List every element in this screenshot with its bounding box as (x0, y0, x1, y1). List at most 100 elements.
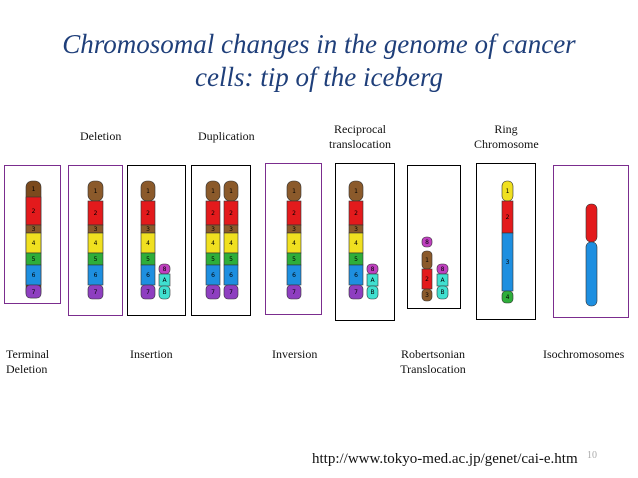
svg-text:3: 3 (146, 226, 150, 233)
svg-text:6: 6 (146, 272, 150, 279)
svg-text:5: 5 (354, 256, 358, 263)
svg-text:B: B (440, 289, 444, 296)
svg-text:8: 8 (163, 266, 167, 273)
title-line-2: cells: tip of the iceberg (195, 62, 443, 92)
chromosome-deletion (87, 180, 104, 300)
chromosome-insertion (140, 180, 171, 300)
svg-text:7: 7 (292, 289, 296, 296)
label-deletion: Deletion (80, 129, 122, 143)
svg-text:1: 1 (292, 188, 296, 195)
svg-text:B: B (162, 289, 166, 296)
svg-text:1: 1 (211, 188, 215, 195)
label-reciprocal-line2: translocation (329, 137, 391, 151)
svg-text:2: 2 (211, 210, 215, 217)
svg-text:7: 7 (146, 289, 150, 296)
svg-text:5: 5 (229, 256, 233, 263)
svg-text:7: 7 (229, 289, 233, 296)
svg-text:2: 2 (506, 214, 510, 221)
svg-text:4: 4 (211, 240, 215, 247)
svg-text:A: A (440, 277, 445, 284)
chromosome-isochromosome (585, 203, 598, 307)
svg-text:6: 6 (292, 272, 296, 279)
svg-text:6: 6 (229, 272, 233, 279)
svg-text:4: 4 (229, 240, 233, 247)
svg-text:8: 8 (441, 266, 445, 273)
label-terminal-line1: Terminal (6, 347, 50, 361)
svg-text:2: 2 (229, 210, 233, 217)
svg-text:2: 2 (425, 276, 429, 283)
svg-text:4: 4 (32, 240, 36, 247)
svg-text:3: 3 (506, 259, 510, 266)
svg-text:7: 7 (94, 289, 98, 296)
chromosome-terminal-deletion (25, 180, 42, 299)
svg-text:3: 3 (425, 292, 429, 299)
svg-text:1: 1 (146, 188, 150, 195)
svg-text:4: 4 (146, 240, 150, 247)
panel-duplication (191, 165, 251, 316)
chromosome-robertsonian (421, 236, 449, 302)
slide-number: 10 (587, 450, 597, 461)
label-terminal-deletion: Terminal Deletion (6, 347, 49, 377)
svg-text:1: 1 (425, 257, 429, 264)
chromosome-duplication (205, 180, 239, 300)
label-duplication: Duplication (198, 129, 255, 143)
svg-text:3: 3 (354, 226, 358, 233)
svg-text:4: 4 (292, 240, 296, 247)
svg-text:2: 2 (94, 210, 98, 217)
chromosome-reciprocal-translocation (348, 180, 379, 300)
svg-text:2: 2 (146, 210, 150, 217)
panel-reciprocal-translocation (335, 163, 395, 321)
svg-text:6: 6 (211, 272, 215, 279)
svg-text:A: A (370, 277, 375, 284)
panel-robertsonian-translocation (407, 165, 461, 309)
svg-text:3: 3 (211, 226, 215, 233)
svg-text:6: 6 (354, 272, 358, 279)
svg-text:1: 1 (32, 186, 36, 193)
panel-insertion (127, 165, 186, 316)
svg-text:3: 3 (229, 226, 233, 233)
label-terminal-line2: Deletion (6, 362, 48, 376)
svg-text:7: 7 (211, 289, 215, 296)
svg-text:8: 8 (371, 266, 375, 273)
svg-text:1: 1 (354, 188, 358, 195)
label-ring-line2: Chromosome (474, 137, 539, 151)
svg-text:5: 5 (146, 256, 150, 263)
label-inversion: Inversion (272, 347, 318, 361)
svg-text:3: 3 (292, 226, 296, 233)
svg-text:B: B (370, 289, 374, 296)
source-url-link[interactable]: http://www.tokyo-med.ac.jp/genet/cai-e.h… (312, 451, 578, 467)
label-robertsonian-line1: Robertsonian (401, 347, 465, 361)
svg-text:1: 1 (94, 188, 98, 195)
title-line-1: Chromosomal changes in the genome of can… (62, 29, 576, 59)
chromosome-ring (501, 180, 514, 304)
svg-text:6: 6 (94, 272, 98, 279)
svg-text:8: 8 (425, 239, 429, 246)
label-robertsonian-line2: Translocation (400, 362, 466, 376)
svg-text:1: 1 (506, 188, 510, 195)
svg-text:4: 4 (354, 240, 358, 247)
svg-text:2: 2 (292, 210, 296, 217)
svg-text:5: 5 (32, 256, 36, 263)
svg-text:2: 2 (354, 210, 358, 217)
svg-text:5: 5 (94, 256, 98, 263)
label-reciprocal-line1: Reciprocal (334, 122, 386, 136)
svg-text:4: 4 (94, 240, 98, 247)
label-ring-line1: Ring (494, 122, 518, 136)
chromosome-inversion (286, 180, 302, 300)
svg-text:A: A (162, 277, 167, 284)
svg-text:7: 7 (354, 289, 358, 296)
svg-text:3: 3 (32, 226, 36, 233)
label-reciprocal-translocation: Reciprocal translocation (328, 122, 392, 152)
svg-text:3: 3 (94, 226, 98, 233)
label-ring-chromosome: Ring Chromosome (474, 122, 539, 152)
svg-text:7: 7 (32, 289, 36, 296)
svg-text:1: 1 (229, 188, 233, 195)
slide-title: Chromosomal changes in the genome of can… (0, 28, 638, 94)
label-isochromosomes: Isochromosomes (543, 347, 625, 361)
svg-text:6: 6 (32, 272, 36, 279)
label-robertsonian-translocation: Robertsonian Translocation (394, 347, 472, 377)
svg-text:4: 4 (506, 294, 510, 301)
svg-text:5: 5 (292, 256, 296, 263)
